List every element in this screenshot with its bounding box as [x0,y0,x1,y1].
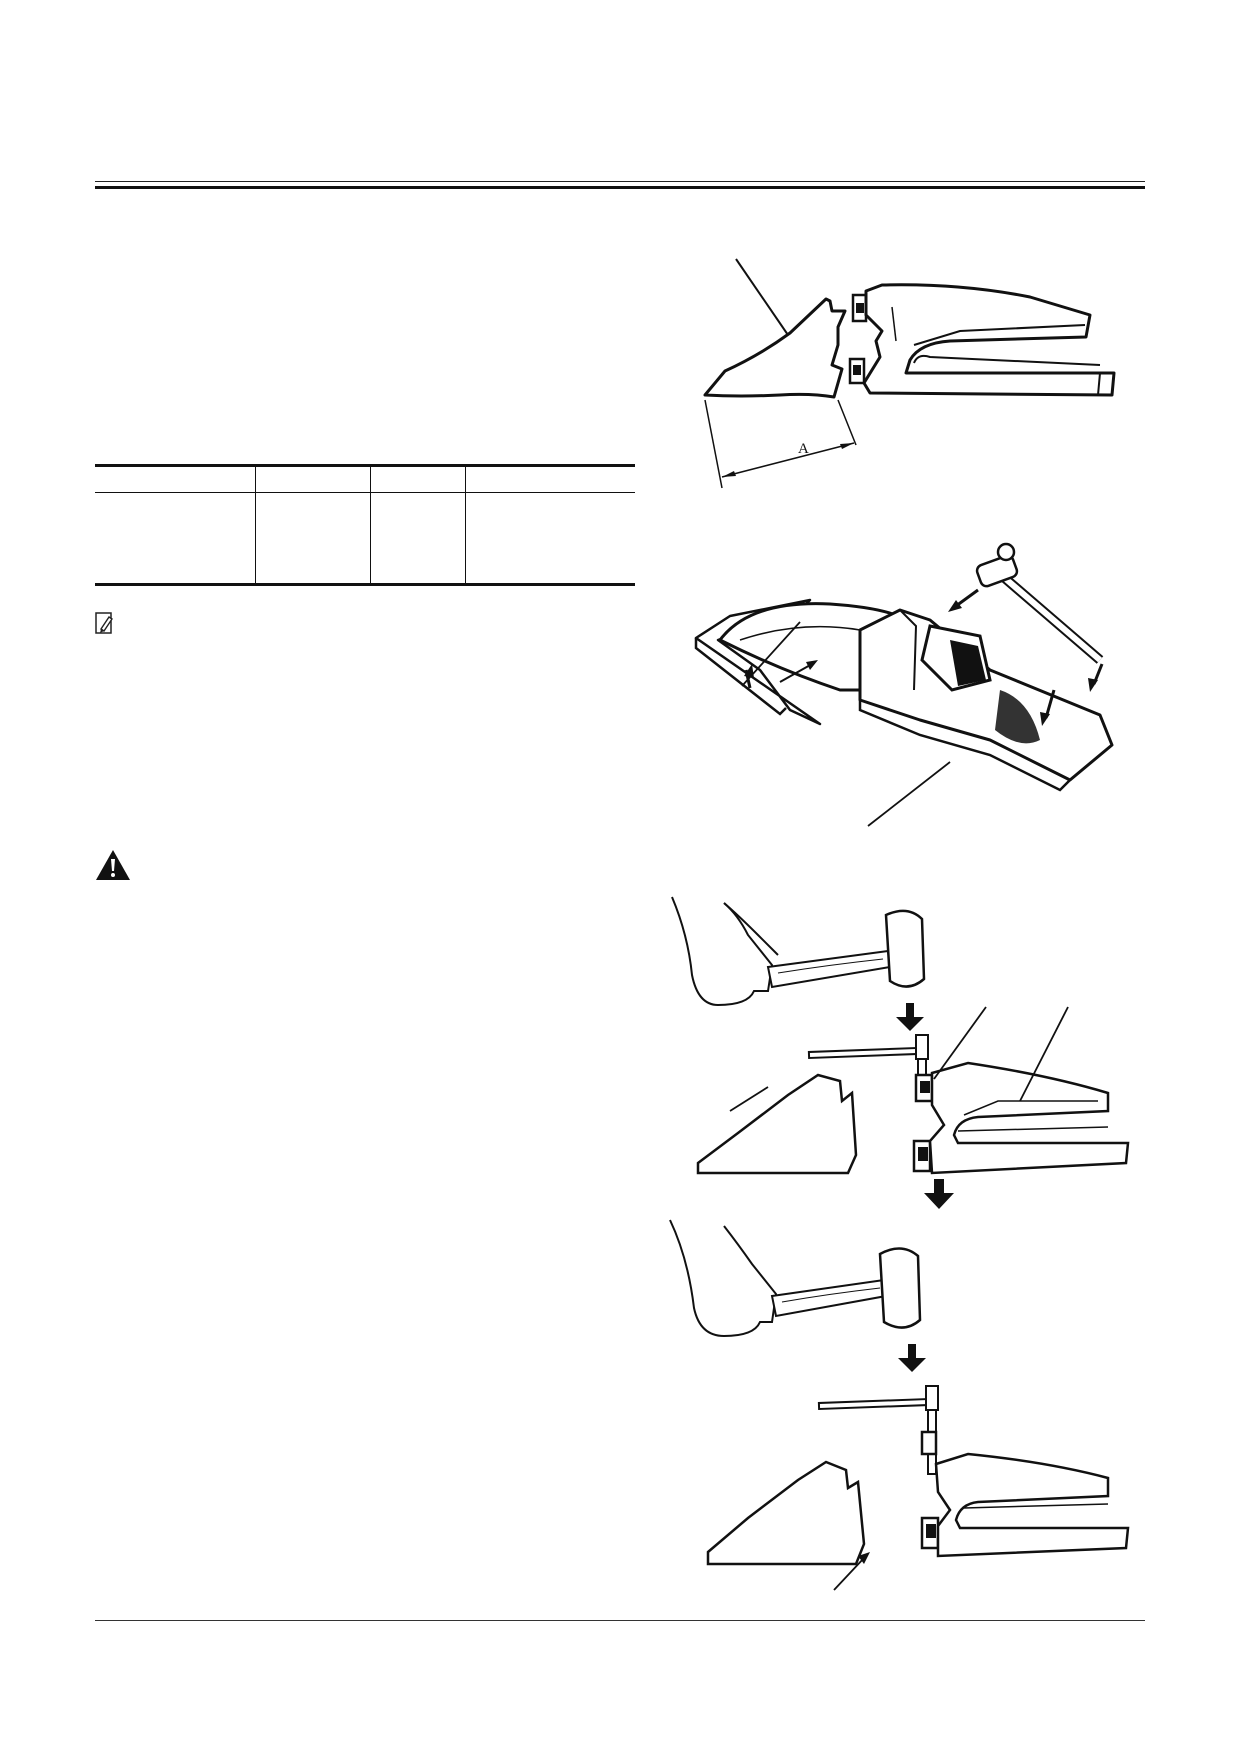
figure-tooth-dimension: A [660,245,1140,495]
dimension-label: A [798,441,809,457]
spec-table [95,464,635,586]
header-rule-thin [95,181,1145,182]
pencil-note-icon [94,611,116,637]
figure-hammer-step-1 [668,895,1148,1210]
figure-hammer-step-2 [668,1218,1148,1603]
warning-triangle-icon [95,849,131,881]
footer-rule [95,1620,1145,1621]
figure-tooth-hammer [690,540,1130,840]
table-top-border [95,464,635,467]
table-bottom-border [95,583,635,586]
header-rule-thick [95,186,1145,189]
table-col-divider [465,464,466,586]
table-col-divider [255,464,256,586]
table-col-divider [370,464,371,586]
table-header-divider [95,492,635,493]
